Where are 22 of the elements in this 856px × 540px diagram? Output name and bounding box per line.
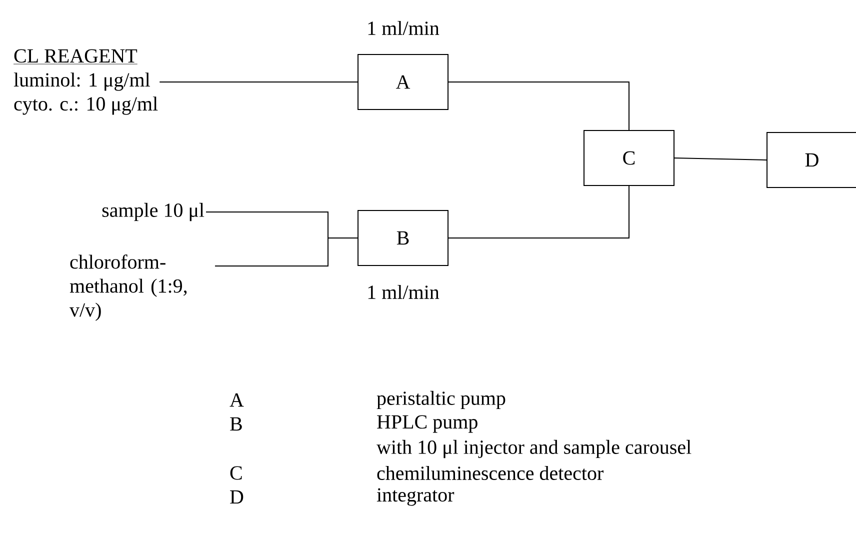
flow-rate-label: 1 ml/min [368, 20, 440, 36]
flow-rate-label: 1 ml/min [368, 284, 440, 300]
description-text: peristaltic pump [376, 390, 506, 410]
reagent-label: CL REAGENT luminol: 1 μg/ml cyto. c.: 10 μg/ml [13, 49, 158, 115]
description-text: with 10 μl injector and sample carousel [376, 440, 692, 458]
process-box: A [358, 54, 448, 110]
process-box: C [584, 130, 674, 186]
key-letter: C [230, 466, 242, 480]
tubing-line [674, 158, 767, 160]
inlet-label: chloroform-methanol (1:9, v/v) [70, 254, 187, 321]
key-letter: B [230, 417, 242, 431]
description-text: integrator [376, 488, 454, 506]
process-box: D [766, 132, 856, 188]
description-text: HPLC pump [377, 415, 478, 433]
tubing-line [214, 238, 358, 266]
process-box: B [358, 210, 448, 266]
tubing-line [448, 186, 630, 238]
key-letter: D [230, 490, 244, 504]
key-letter: A [230, 393, 244, 407]
description-text: chemiluminescence detector [377, 466, 604, 480]
tubing-line [448, 82, 630, 130]
inlet-label: sample 10 μl [102, 202, 204, 222]
